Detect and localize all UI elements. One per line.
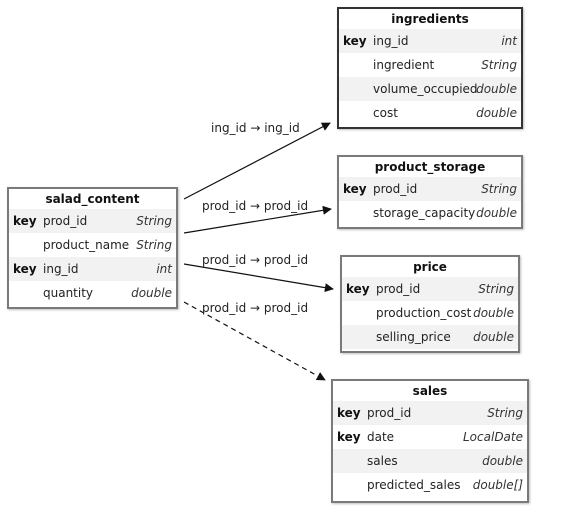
table-row: product_name String bbox=[9, 233, 176, 257]
edge-salad-to-ingredients bbox=[183, 122, 331, 200]
field-type: double[] bbox=[472, 478, 523, 492]
field-type: double bbox=[482, 454, 523, 468]
table-row: storage_capacity double bbox=[339, 201, 521, 225]
field-type: double bbox=[476, 82, 517, 96]
field-name: sales bbox=[367, 454, 398, 468]
edge-label-sales: prod_id → prod_id bbox=[202, 301, 309, 315]
field-name: production_cost bbox=[376, 306, 472, 320]
field-name: prod_id bbox=[376, 282, 421, 296]
field-name: date bbox=[367, 430, 395, 444]
key-marker: key bbox=[337, 406, 361, 420]
field-name: prod_id bbox=[43, 214, 88, 228]
field-type: double bbox=[476, 106, 517, 120]
table-row: volume_occupied double bbox=[339, 77, 521, 101]
table-row: key prod_id String bbox=[333, 401, 527, 425]
field-type: String bbox=[487, 406, 523, 420]
table-title: sales bbox=[412, 384, 448, 398]
field-name: predicted_sales bbox=[367, 478, 461, 492]
edge-label-product-storage: prod_id → prod_id bbox=[202, 199, 309, 213]
table-product-storage[interactable]: product_storage key prod_id String stora… bbox=[337, 155, 523, 229]
edge-salad-to-product-storage bbox=[183, 205, 332, 234]
key-marker: key bbox=[343, 34, 367, 48]
field-name: product_name bbox=[43, 238, 130, 252]
edge-salad-to-price bbox=[183, 263, 334, 293]
table-ingredients[interactable]: ingredients key ing_id int ingredient St… bbox=[337, 7, 523, 129]
edge-label-ingredients: ing_id → ing_id bbox=[211, 121, 300, 135]
field-name: selling_price bbox=[376, 330, 451, 344]
field-name: quantity bbox=[43, 286, 94, 300]
field-name: ing_id bbox=[43, 262, 79, 276]
table-row: production_cost double bbox=[342, 301, 518, 325]
field-type: String bbox=[481, 58, 517, 72]
key-marker: key bbox=[13, 262, 37, 276]
table-title: product_storage bbox=[374, 160, 486, 174]
table-title: salad_content bbox=[45, 192, 140, 206]
field-type: double bbox=[473, 306, 514, 320]
key-marker: key bbox=[13, 214, 37, 228]
field-name: ing_id bbox=[373, 34, 409, 48]
field-name: ingredient bbox=[373, 58, 435, 72]
field-type: double bbox=[476, 206, 517, 220]
field-type: double bbox=[473, 330, 514, 344]
table-row: key ing_id int bbox=[339, 29, 521, 53]
field-type: String bbox=[478, 282, 514, 296]
table-row: key ing_id int bbox=[9, 257, 176, 281]
field-type: int bbox=[156, 262, 172, 276]
table-row: cost double bbox=[339, 101, 521, 125]
table-row: ingredient String bbox=[339, 53, 521, 77]
field-name: storage_capacity bbox=[373, 206, 476, 220]
key-marker: key bbox=[343, 182, 367, 196]
table-sales[interactable]: sales key prod_id String key date LocalD… bbox=[331, 379, 529, 503]
key-marker: key bbox=[346, 282, 370, 296]
field-name: cost bbox=[373, 106, 398, 120]
field-name: volume_occupied bbox=[373, 82, 478, 96]
field-type: int bbox=[501, 34, 517, 48]
table-row: key prod_id String bbox=[342, 277, 518, 301]
table-price[interactable]: price key prod_id String production_cost… bbox=[340, 255, 520, 353]
table-row: predicted_sales double[] bbox=[333, 473, 527, 497]
table-row: key prod_id String bbox=[9, 209, 176, 233]
table-salad-content[interactable]: salad_content key prod_id String product… bbox=[7, 187, 178, 309]
edge-label-price: prod_id → prod_id bbox=[202, 253, 309, 267]
field-type: LocalDate bbox=[463, 430, 523, 444]
table-row: key date LocalDate bbox=[333, 425, 527, 449]
field-type: double bbox=[131, 286, 172, 300]
table-row: quantity double bbox=[9, 281, 176, 305]
field-type: String bbox=[481, 182, 517, 196]
table-title: ingredients bbox=[391, 12, 469, 26]
field-name: prod_id bbox=[373, 182, 418, 196]
key-marker: key bbox=[337, 430, 361, 444]
field-name: prod_id bbox=[367, 406, 412, 420]
table-row: key prod_id String bbox=[339, 177, 521, 201]
table-row: sales double bbox=[333, 449, 527, 473]
table-title: price bbox=[413, 260, 447, 274]
field-type: String bbox=[136, 238, 172, 252]
table-row: selling_price double bbox=[342, 325, 518, 349]
field-type: String bbox=[136, 214, 172, 228]
